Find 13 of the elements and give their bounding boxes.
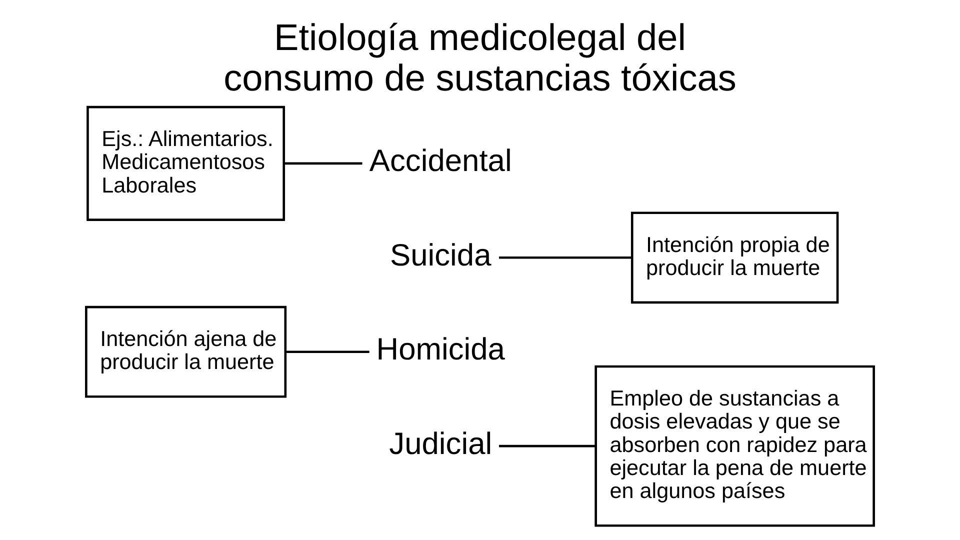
connector [286,350,370,354]
node-text: Suicida [390,237,492,272]
node-text: Homicida [376,332,505,367]
node-text: Judicial [389,426,492,461]
node-box: Empleo de sustancias a dosis elevadas y que se absorben con rapidez para ejecutar la pena de muerte en algunos países [594,365,875,527]
diagram-title: Etiología medicolegal del consumo de sustancias tóxicas [224,16,736,98]
node-box: Intención ajena de producir la muerte [85,306,287,398]
connector [498,256,632,259]
node-box: Intención propia de producir la muerte [630,212,839,304]
node-text: Accidental [369,143,512,178]
connector [284,162,362,165]
node-box: Ejs.: Alimentarios. Medicamentosos Laborales [86,106,286,221]
connector [498,444,596,448]
